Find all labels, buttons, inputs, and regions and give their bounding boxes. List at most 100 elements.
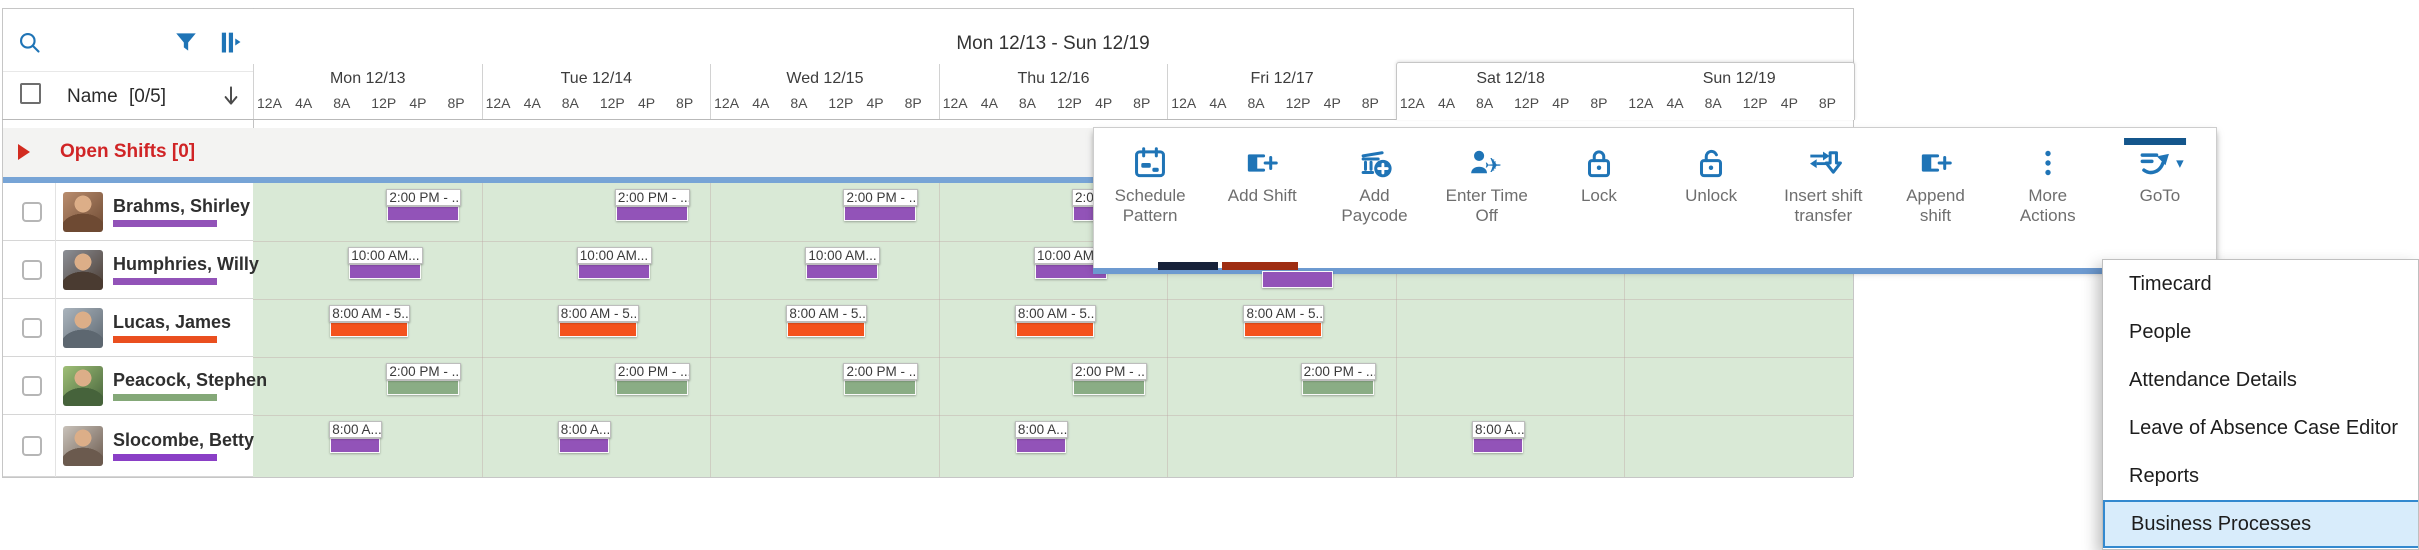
shift-block-bar[interactable] bbox=[806, 264, 879, 279]
shift-block-label[interactable]: 2:00 PM - ... bbox=[614, 363, 690, 380]
shift-block-label[interactable]: 8:00 A... bbox=[1014, 421, 1068, 438]
hour-tick-label: 8P bbox=[1133, 95, 1151, 111]
hour-tick-label: 4A bbox=[523, 95, 541, 111]
shift-block-label[interactable]: 8:00 AM - 5... bbox=[1014, 305, 1096, 322]
toolbar-item-unlock[interactable]: Unlock bbox=[1655, 128, 1767, 269]
shift-block-bar[interactable] bbox=[1473, 438, 1524, 453]
shift-block-bar[interactable] bbox=[1015, 322, 1094, 337]
employee-avatar bbox=[63, 308, 103, 348]
left-panel-header: Name [0/5] bbox=[3, 9, 253, 119]
shift-block-label[interactable]: 10:00 AM... bbox=[1033, 247, 1109, 264]
menu-item-reports[interactable]: Reports bbox=[2103, 452, 2418, 500]
employee-checkbox[interactable] bbox=[22, 318, 42, 338]
employee-row[interactable]: Brahms, Shirley bbox=[3, 183, 253, 241]
shift-block-bar[interactable] bbox=[577, 264, 650, 279]
hour-tick-label: 4P bbox=[866, 95, 884, 111]
shift-block-bar[interactable] bbox=[558, 322, 637, 337]
shift-block-bar[interactable] bbox=[330, 322, 409, 337]
employee-color-bar bbox=[113, 278, 217, 285]
shift-block-bar[interactable] bbox=[1015, 438, 1066, 453]
shift-block-bar[interactable] bbox=[615, 380, 688, 395]
shift-block-label[interactable]: 2:00 PM - ... bbox=[843, 189, 919, 206]
shift-block-label[interactable]: 2:00 PM - ... bbox=[1072, 363, 1148, 380]
select-all-checkbox[interactable] bbox=[20, 83, 41, 104]
hour-tick-label: 12A bbox=[942, 95, 968, 111]
open-shifts-label: Open Shifts [0] bbox=[60, 141, 196, 162]
menu-item-people[interactable]: People bbox=[2103, 308, 2418, 356]
shift-block-label[interactable]: 2:00 PM - ... bbox=[614, 189, 690, 206]
day-header-label: Tue 12/14 bbox=[560, 70, 633, 87]
shift-block-bar[interactable] bbox=[615, 206, 688, 221]
row-gridline bbox=[253, 415, 1853, 416]
menu-item-attendance-details[interactable]: Attendance Details bbox=[2103, 356, 2418, 404]
shift-block-bar[interactable] bbox=[1301, 380, 1374, 395]
toolbar-item-goto[interactable]: ▾GoTo bbox=[2104, 128, 2216, 269]
employee-checkbox[interactable] bbox=[22, 260, 42, 280]
sort-descending-icon[interactable] bbox=[218, 83, 244, 109]
day-gridline bbox=[1167, 183, 1169, 477]
day-header-label: Fri 12/17 bbox=[1250, 70, 1314, 87]
active-tab-indicator bbox=[2123, 138, 2186, 145]
search-icon[interactable] bbox=[16, 29, 43, 56]
shift-block-bar[interactable] bbox=[558, 438, 609, 453]
shift-block-label[interactable]: 8:00 AM - 5... bbox=[557, 305, 639, 322]
employee-row[interactable]: Peacock, Stephen bbox=[3, 357, 267, 415]
toolbar-item-lock[interactable]: Lock bbox=[1543, 128, 1655, 269]
employee-checkbox[interactable] bbox=[22, 202, 42, 222]
svg-text:✈: ✈ bbox=[1484, 155, 1501, 178]
shift-block-bar[interactable] bbox=[349, 264, 422, 279]
menu-item-leave-of-absence-case-editor[interactable]: Leave of Absence Case Editor bbox=[2103, 404, 2418, 452]
shift-block-bar[interactable] bbox=[787, 322, 866, 337]
shift-block-label[interactable]: 10:00 AM... bbox=[576, 247, 652, 264]
shift-block-label[interactable]: 10:00 AM... bbox=[805, 247, 881, 264]
frame-bottom-border bbox=[2, 477, 1853, 478]
employee-row[interactable]: Slocombe, Betty bbox=[3, 415, 254, 477]
filter-icon[interactable] bbox=[173, 29, 199, 55]
hour-tick-label: 12A bbox=[1171, 95, 1197, 111]
shift-block-bar[interactable] bbox=[1073, 380, 1146, 395]
menu-item-timecard[interactable]: Timecard bbox=[2103, 260, 2418, 308]
shift-block-label[interactable]: 8:00 A... bbox=[1472, 421, 1526, 438]
shift-block-bar[interactable] bbox=[387, 380, 460, 395]
employee-avatar bbox=[63, 366, 103, 406]
employee-row[interactable]: Humphries, Willy bbox=[3, 241, 259, 299]
toolbar-item-label: Lock bbox=[1580, 186, 1617, 205]
shift-block-label[interactable]: 8:00 AM - 5... bbox=[1243, 305, 1325, 322]
shift-block-bar[interactable] bbox=[387, 206, 460, 221]
shift-block-label[interactable]: 2:00 PM - ... bbox=[386, 189, 462, 206]
employee-checkbox[interactable] bbox=[22, 436, 42, 456]
shift-block-bar[interactable] bbox=[330, 438, 381, 453]
hour-tick-label: 4A bbox=[752, 95, 770, 111]
lock-icon bbox=[1580, 144, 1618, 182]
shift-block-label[interactable]: 8:00 A... bbox=[329, 421, 383, 438]
employee-checkbox[interactable] bbox=[22, 376, 42, 396]
selection-indicator-line bbox=[3, 177, 1853, 183]
shift-block-label[interactable]: 8:00 AM - 5... bbox=[786, 305, 868, 322]
shift-block-bar[interactable] bbox=[1244, 322, 1323, 337]
toolbar-item-add-shift[interactable]: Add Shift bbox=[1206, 128, 1318, 269]
employee-row[interactable]: Lucas, James bbox=[3, 299, 253, 357]
day-gridline bbox=[1395, 183, 1397, 477]
shift-block-bar[interactable] bbox=[844, 206, 917, 221]
expand-open-shifts-icon[interactable] bbox=[18, 144, 30, 160]
column-selector-icon[interactable] bbox=[216, 28, 244, 56]
shift-block-bar[interactable] bbox=[844, 380, 917, 395]
shift-block-label[interactable]: 8:00 A... bbox=[557, 421, 611, 438]
shift-block-label[interactable]: 2:00 PM - ... bbox=[843, 363, 919, 380]
shift-block-label[interactable]: 10:00 AM... bbox=[348, 247, 424, 264]
shift-block-label[interactable]: 2:00 PM - ... bbox=[386, 363, 462, 380]
shift-block-label[interactable]: 2:00 PM - ... bbox=[1300, 363, 1376, 380]
shift-block-label[interactable]: 8:00 AM - 5... bbox=[329, 305, 411, 322]
menu-item-business-processes[interactable]: Business Processes bbox=[2103, 500, 2418, 548]
hour-tick-label: 4P bbox=[1780, 95, 1798, 111]
